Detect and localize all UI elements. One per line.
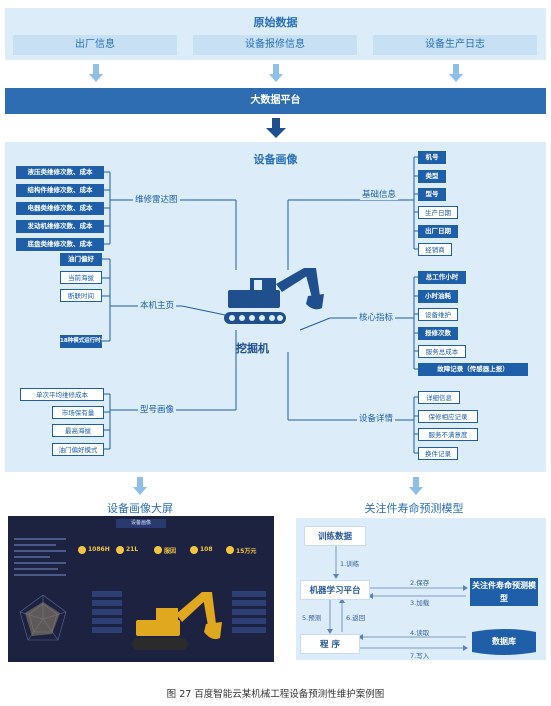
raw-data-panel: 原始数据 出厂信息 设备报修信息 设备生产日志	[5, 8, 546, 60]
left-item-electric: 电器类维修次数、成本	[16, 202, 104, 215]
dashboard-info-list	[14, 534, 66, 594]
dashboard-header: 设备画像	[116, 519, 166, 528]
dashboard-stat-icons	[78, 546, 234, 554]
center-label-excavator: 挖掘机	[236, 342, 269, 355]
step-load-label: 3.加载	[410, 599, 430, 607]
right-item-production-date: 生产日期	[418, 206, 458, 219]
left-item-disconnect-time: 断联时间	[60, 289, 102, 302]
source-production-log: 设备生产日志	[373, 35, 537, 55]
left-group-label-radar: 维修雷达图	[133, 193, 180, 205]
dashboard-screen: 设备画像 1086H 21L 服因 108 15万元	[8, 516, 274, 662]
right-item-detail-info: 详细信息	[418, 391, 460, 404]
left-item-max-altitude: 最高海拔	[52, 424, 104, 437]
left-item-current-altitude: 当前海拔	[60, 271, 102, 284]
program-box: 程 序	[300, 634, 360, 654]
right-item-model: 型号	[418, 188, 446, 201]
dashboard-stat-fuel: 21L	[126, 546, 139, 553]
training-data-box: 训练数据	[304, 526, 366, 546]
left-item-hydraulic: 液压类维修次数、成本	[16, 166, 104, 179]
right-item-service-cost: 服务总成本	[418, 345, 466, 358]
step-write-label: 7.写入	[410, 652, 430, 660]
dashboard-excavator-image	[132, 592, 222, 650]
right-item-type: 类型	[418, 170, 446, 183]
right-group-label-core: 核心指标	[357, 311, 396, 323]
right-item-dealer: 经销商	[418, 243, 452, 256]
step-save-label: 2.保存	[410, 579, 430, 587]
right-item-warranty-record: 保修相应记录	[418, 410, 478, 423]
step-read-label: 4.读取	[410, 629, 430, 637]
left-item-mode-runtime: 18种模式运行时长	[60, 335, 102, 348]
right-item-service-dissatisfaction: 服务不满意度	[418, 428, 478, 441]
excavator-icon	[224, 268, 324, 324]
dashboard-stat-hours: 1086H	[88, 546, 110, 553]
left-item-chassis: 底盘类维修次数、成本	[16, 238, 104, 251]
right-item-machine-no: 机号	[418, 151, 446, 164]
step-predict-label: 5.预测	[302, 614, 322, 622]
life-prediction-model-box: 关注件寿命预测模型	[470, 578, 538, 606]
model-title: 关注件寿命预测模型	[364, 502, 464, 515]
right-item-total-hours: 总工作小时	[418, 271, 466, 284]
big-data-platform-bar: 大数据平台	[5, 88, 546, 114]
raw-data-title: 原始数据	[253, 16, 298, 29]
right-group-label-detail: 设备详情	[357, 412, 396, 424]
database-icon	[472, 629, 536, 655]
dashboard-right-list	[232, 588, 266, 652]
step-train-label: 1.训练	[340, 560, 360, 568]
dashboard-stat-count: 108	[200, 546, 213, 553]
right-item-maintenance: 设备维护	[418, 308, 458, 321]
dashboard-title: 设备画像大屏	[107, 502, 173, 515]
dashboard-left-list	[92, 588, 122, 652]
left-group-label-model: 型号画像	[138, 403, 177, 415]
figure-caption: 图 27 百度智能云某机械工程设备预测性维护案例图	[166, 689, 385, 700]
right-item-repair-count: 报修次数	[418, 327, 458, 340]
left-item-avg-repair-cost: 单次平均维修成本	[20, 388, 104, 401]
left-item-structure: 结构件维修次数、成本	[16, 184, 104, 197]
right-item-parts-record: 换件记录	[418, 447, 458, 460]
left-item-throttle-mode: 油门偏好模式	[52, 443, 104, 456]
left-item-engine: 发动机维修次数、成本	[16, 220, 104, 233]
dashboard-stat-reason: 服因	[164, 548, 177, 555]
right-group-label-basic: 基础信息	[360, 188, 399, 200]
database-label: 数据库	[492, 637, 516, 646]
right-item-fault-record: 故障记录（传感器上报）	[418, 363, 528, 376]
left-item-throttle-pref: 油门偏好	[60, 253, 102, 266]
step-return-label: 6.返回	[346, 614, 366, 622]
device-profile-title: 设备画像	[253, 153, 298, 166]
left-group-label-home: 本机主页	[138, 299, 177, 311]
dashboard-stat-cost: 15万元	[236, 548, 257, 555]
left-item-market-volume: 市场保有量	[52, 406, 104, 419]
ml-platform-box: 机器学习平台	[300, 580, 370, 600]
dashboard-radar-chart	[19, 594, 67, 641]
source-repair-info: 设备报修信息	[193, 35, 357, 55]
right-item-factory-date: 出厂日期	[418, 225, 458, 238]
source-factory-info: 出厂信息	[13, 35, 177, 55]
right-item-hourly-fuel: 小时油耗	[418, 290, 458, 303]
